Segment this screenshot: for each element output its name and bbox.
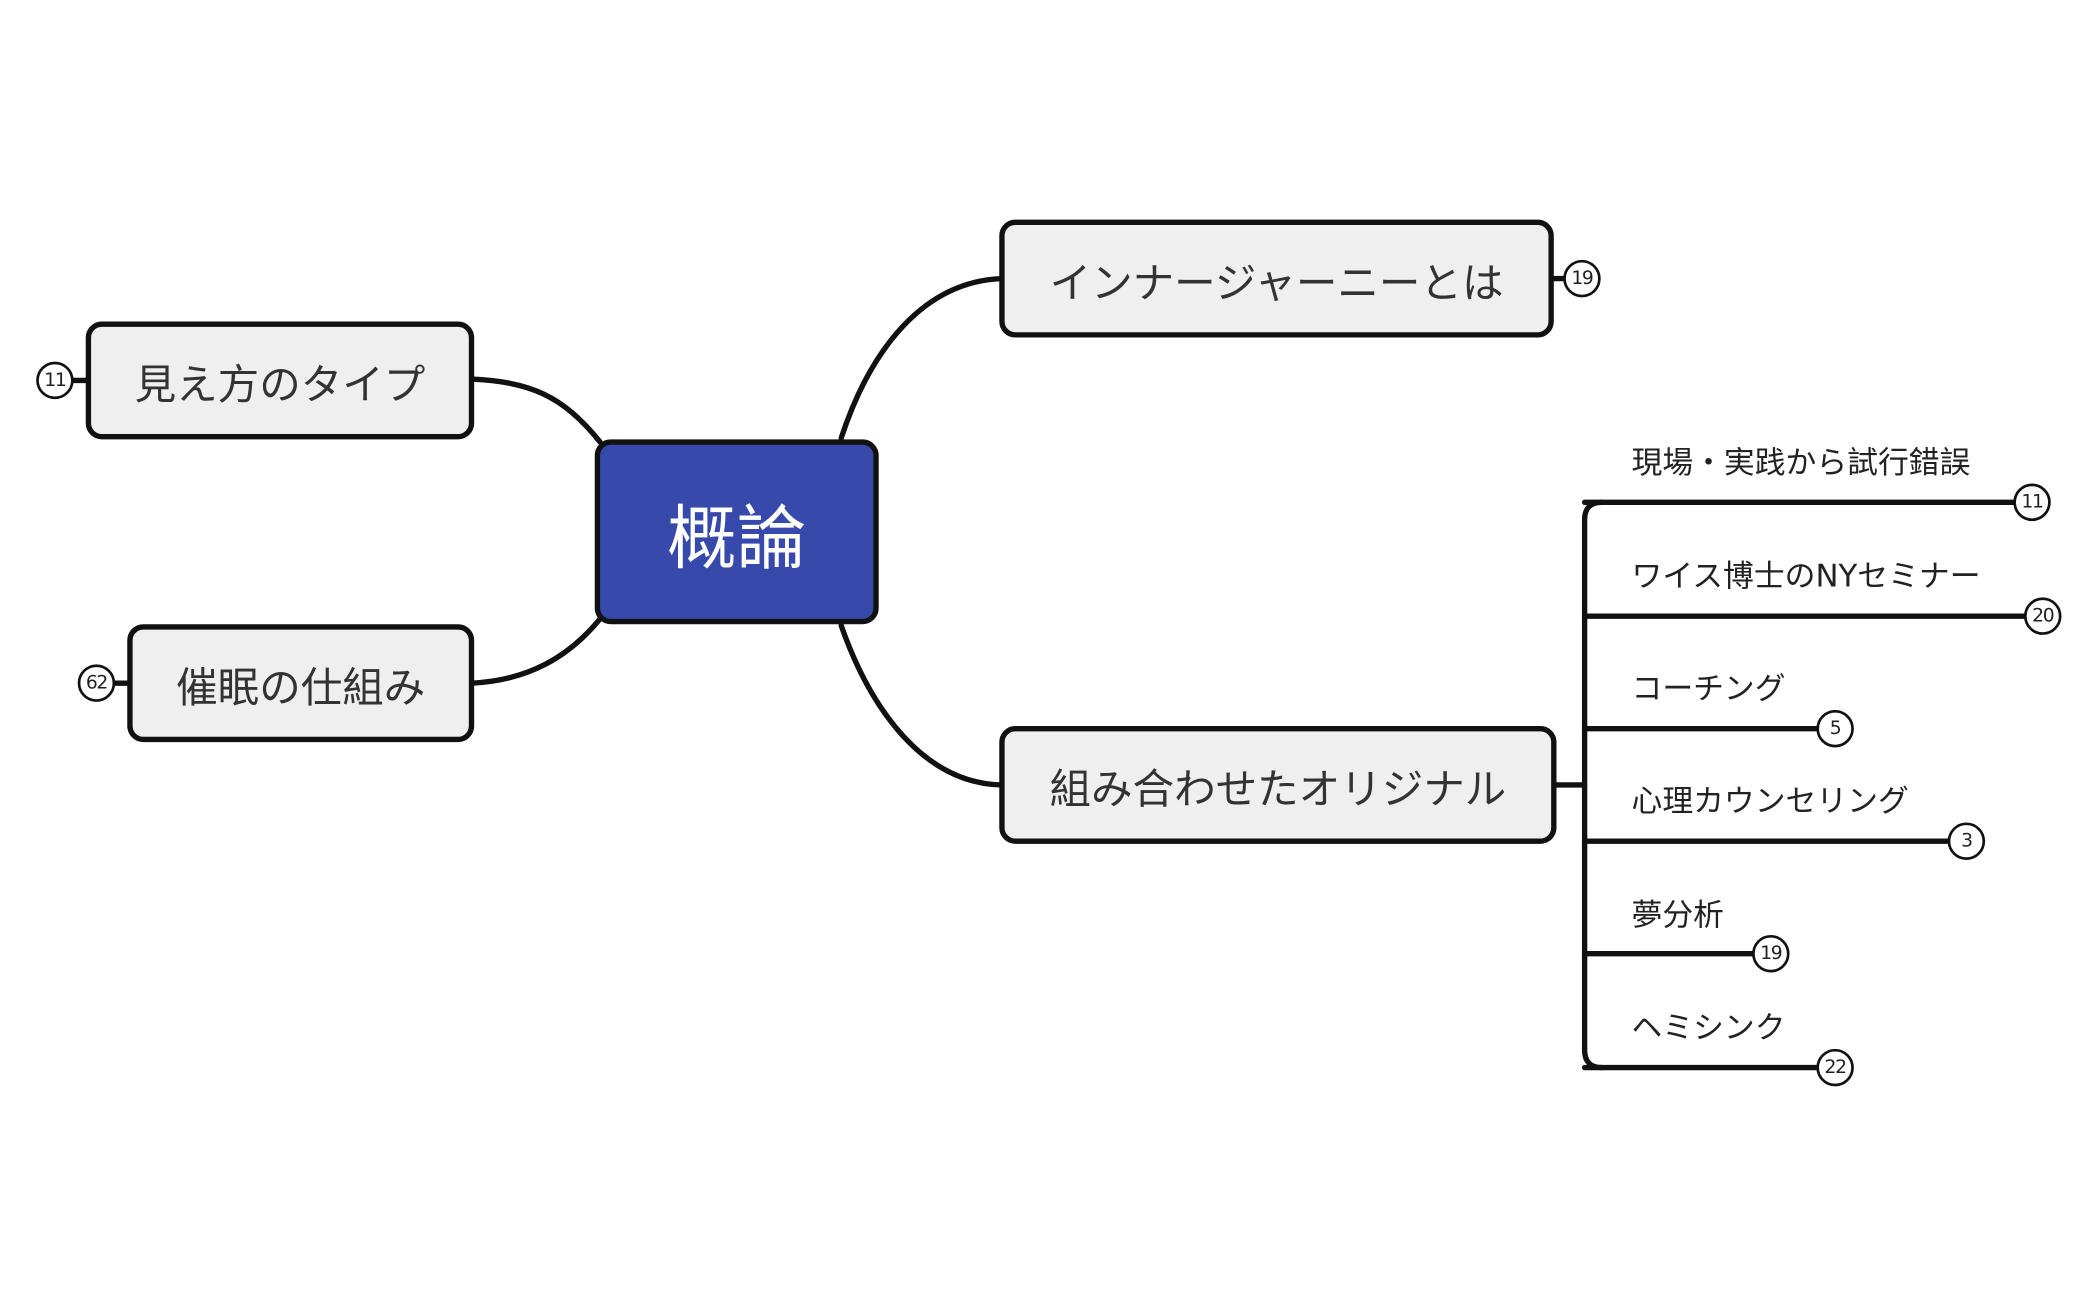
branch-label: 催眠の仕組み (176, 663, 426, 712)
count-badge: 19 (1563, 259, 1601, 298)
branch-inner-journey[interactable]: インナージャーニーとは (999, 219, 1554, 338)
count-badge: 22 (1816, 1048, 1854, 1087)
subtopic-weiss-seminar[interactable]: ワイス博士のNYセミナー (1631, 559, 1981, 595)
subtopic-dream-analysis[interactable]: 夢分析 (1631, 898, 1724, 934)
branch-mieKata[interactable]: 見え方のタイプ (85, 321, 475, 440)
central-topic-label: 概論 (667, 498, 807, 580)
count-badge: 3 (1947, 822, 1986, 860)
branch-saimin[interactable]: 催眠の仕組み (127, 624, 475, 743)
count-badge: 5 (1816, 709, 1854, 748)
central-topic[interactable]: 概論 (594, 439, 879, 625)
count-badge: 20 (2023, 597, 2062, 635)
count-badge: 11 (2013, 483, 2051, 522)
connector-left-top (468, 376, 603, 445)
subtopic-counseling[interactable]: 心理カウンセリング (1631, 784, 1909, 820)
connector-left-bottom (468, 616, 603, 686)
count-badge: 11 (36, 361, 74, 400)
subtopic-coaching[interactable]: コーチング (1631, 672, 1786, 708)
branch-original[interactable]: 組み合わせたオリジナル (999, 726, 1557, 844)
count-badge: 19 (1752, 934, 1790, 973)
count-badge: 62 (77, 664, 116, 702)
branch-label: 組み合わせたオリジナル (1049, 765, 1507, 814)
connector-right-bottom (838, 622, 1005, 788)
connector-right-top (838, 275, 1005, 441)
branch-label: インナージャーニーとは (1049, 259, 1504, 308)
subtopic-genba[interactable]: 現場・実践から試行錯誤 (1631, 446, 1971, 481)
branch-label: 見え方のタイプ (134, 360, 426, 410)
connector-bracket-spine (1581, 499, 1605, 1071)
subtopic-hemisync[interactable]: ヘミシンク (1631, 1011, 1786, 1047)
